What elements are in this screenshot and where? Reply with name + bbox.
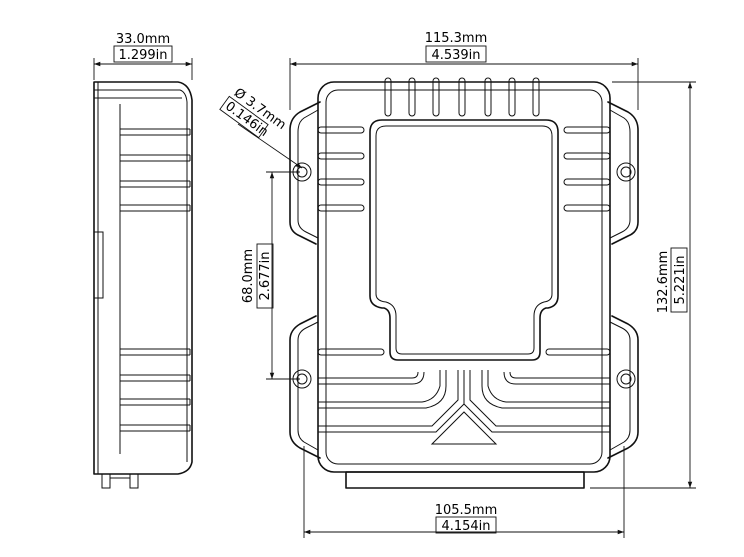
dimension-top-width: 115.3mm 4.539in xyxy=(289,31,639,110)
mounting-hole-icon xyxy=(616,369,636,389)
dimension-side-depth: 33.0mm 1.299in xyxy=(93,32,193,80)
chevron-fin xyxy=(463,403,610,433)
chevron-fin xyxy=(509,371,610,379)
left-fin xyxy=(317,178,365,186)
left-fin xyxy=(317,152,365,160)
chevron-fin xyxy=(318,371,425,385)
left-fin xyxy=(317,348,385,356)
chevron-fin xyxy=(503,371,610,385)
chevron-fin xyxy=(318,371,419,379)
overall-height-mm: 132.6mm xyxy=(656,251,671,314)
right-fin xyxy=(563,178,611,186)
right-fin xyxy=(545,348,611,356)
side-fin xyxy=(120,204,191,212)
left-fin xyxy=(317,204,365,212)
chevron-fin xyxy=(318,370,459,427)
side-fin xyxy=(120,180,191,188)
side-view xyxy=(93,81,193,489)
top-width-inch: 4.539in xyxy=(431,48,480,63)
mounting-hole-inner xyxy=(620,373,632,385)
dimension-bottom-width: 105.5mm 4.154in xyxy=(303,446,625,538)
top-fin xyxy=(484,77,492,117)
side-fin xyxy=(120,424,191,432)
chevron-fin xyxy=(469,370,610,427)
chevron-fin xyxy=(318,370,465,433)
chevron-fin xyxy=(481,370,610,409)
overall-height-inch: 5.221in xyxy=(673,255,688,304)
side-fin xyxy=(120,154,191,162)
top-fin xyxy=(508,77,516,117)
bottom-width-mm: 105.5mm xyxy=(435,503,498,518)
side-fin xyxy=(120,398,191,406)
dimension-overall-height: 132.6mm 5.221in xyxy=(590,81,696,489)
chevron-triangle xyxy=(430,411,498,445)
chevron-fin xyxy=(318,370,447,409)
side-fin xyxy=(120,128,191,136)
top-fin xyxy=(532,77,540,117)
bottom-width-inch: 4.154in xyxy=(441,519,490,534)
hole-spacing-mm: 68.0mm xyxy=(241,249,256,303)
top-fin xyxy=(432,77,440,117)
mounting-hole-icon xyxy=(616,162,636,182)
top-fin xyxy=(384,77,392,117)
mounting-hole-inner xyxy=(620,166,632,178)
top-width-mm: 115.3mm xyxy=(425,31,488,46)
side-depth-inch: 1.299in xyxy=(118,48,167,63)
side-fin xyxy=(120,348,191,356)
top-fin xyxy=(458,77,466,117)
right-fin xyxy=(563,152,611,160)
right-fin xyxy=(563,204,611,212)
dimension-hole-spacing: 68.0mm 2.677in xyxy=(241,171,300,380)
chevron-fin xyxy=(318,370,441,403)
top-fin xyxy=(408,77,416,117)
chevron-fin xyxy=(487,370,610,403)
hole-spacing-inch: 2.677in xyxy=(258,251,273,300)
side-fin xyxy=(120,374,191,382)
right-fin xyxy=(563,126,611,134)
left-fin xyxy=(317,126,365,134)
side-depth-mm: 33.0mm xyxy=(116,32,170,47)
front-view xyxy=(289,77,639,489)
